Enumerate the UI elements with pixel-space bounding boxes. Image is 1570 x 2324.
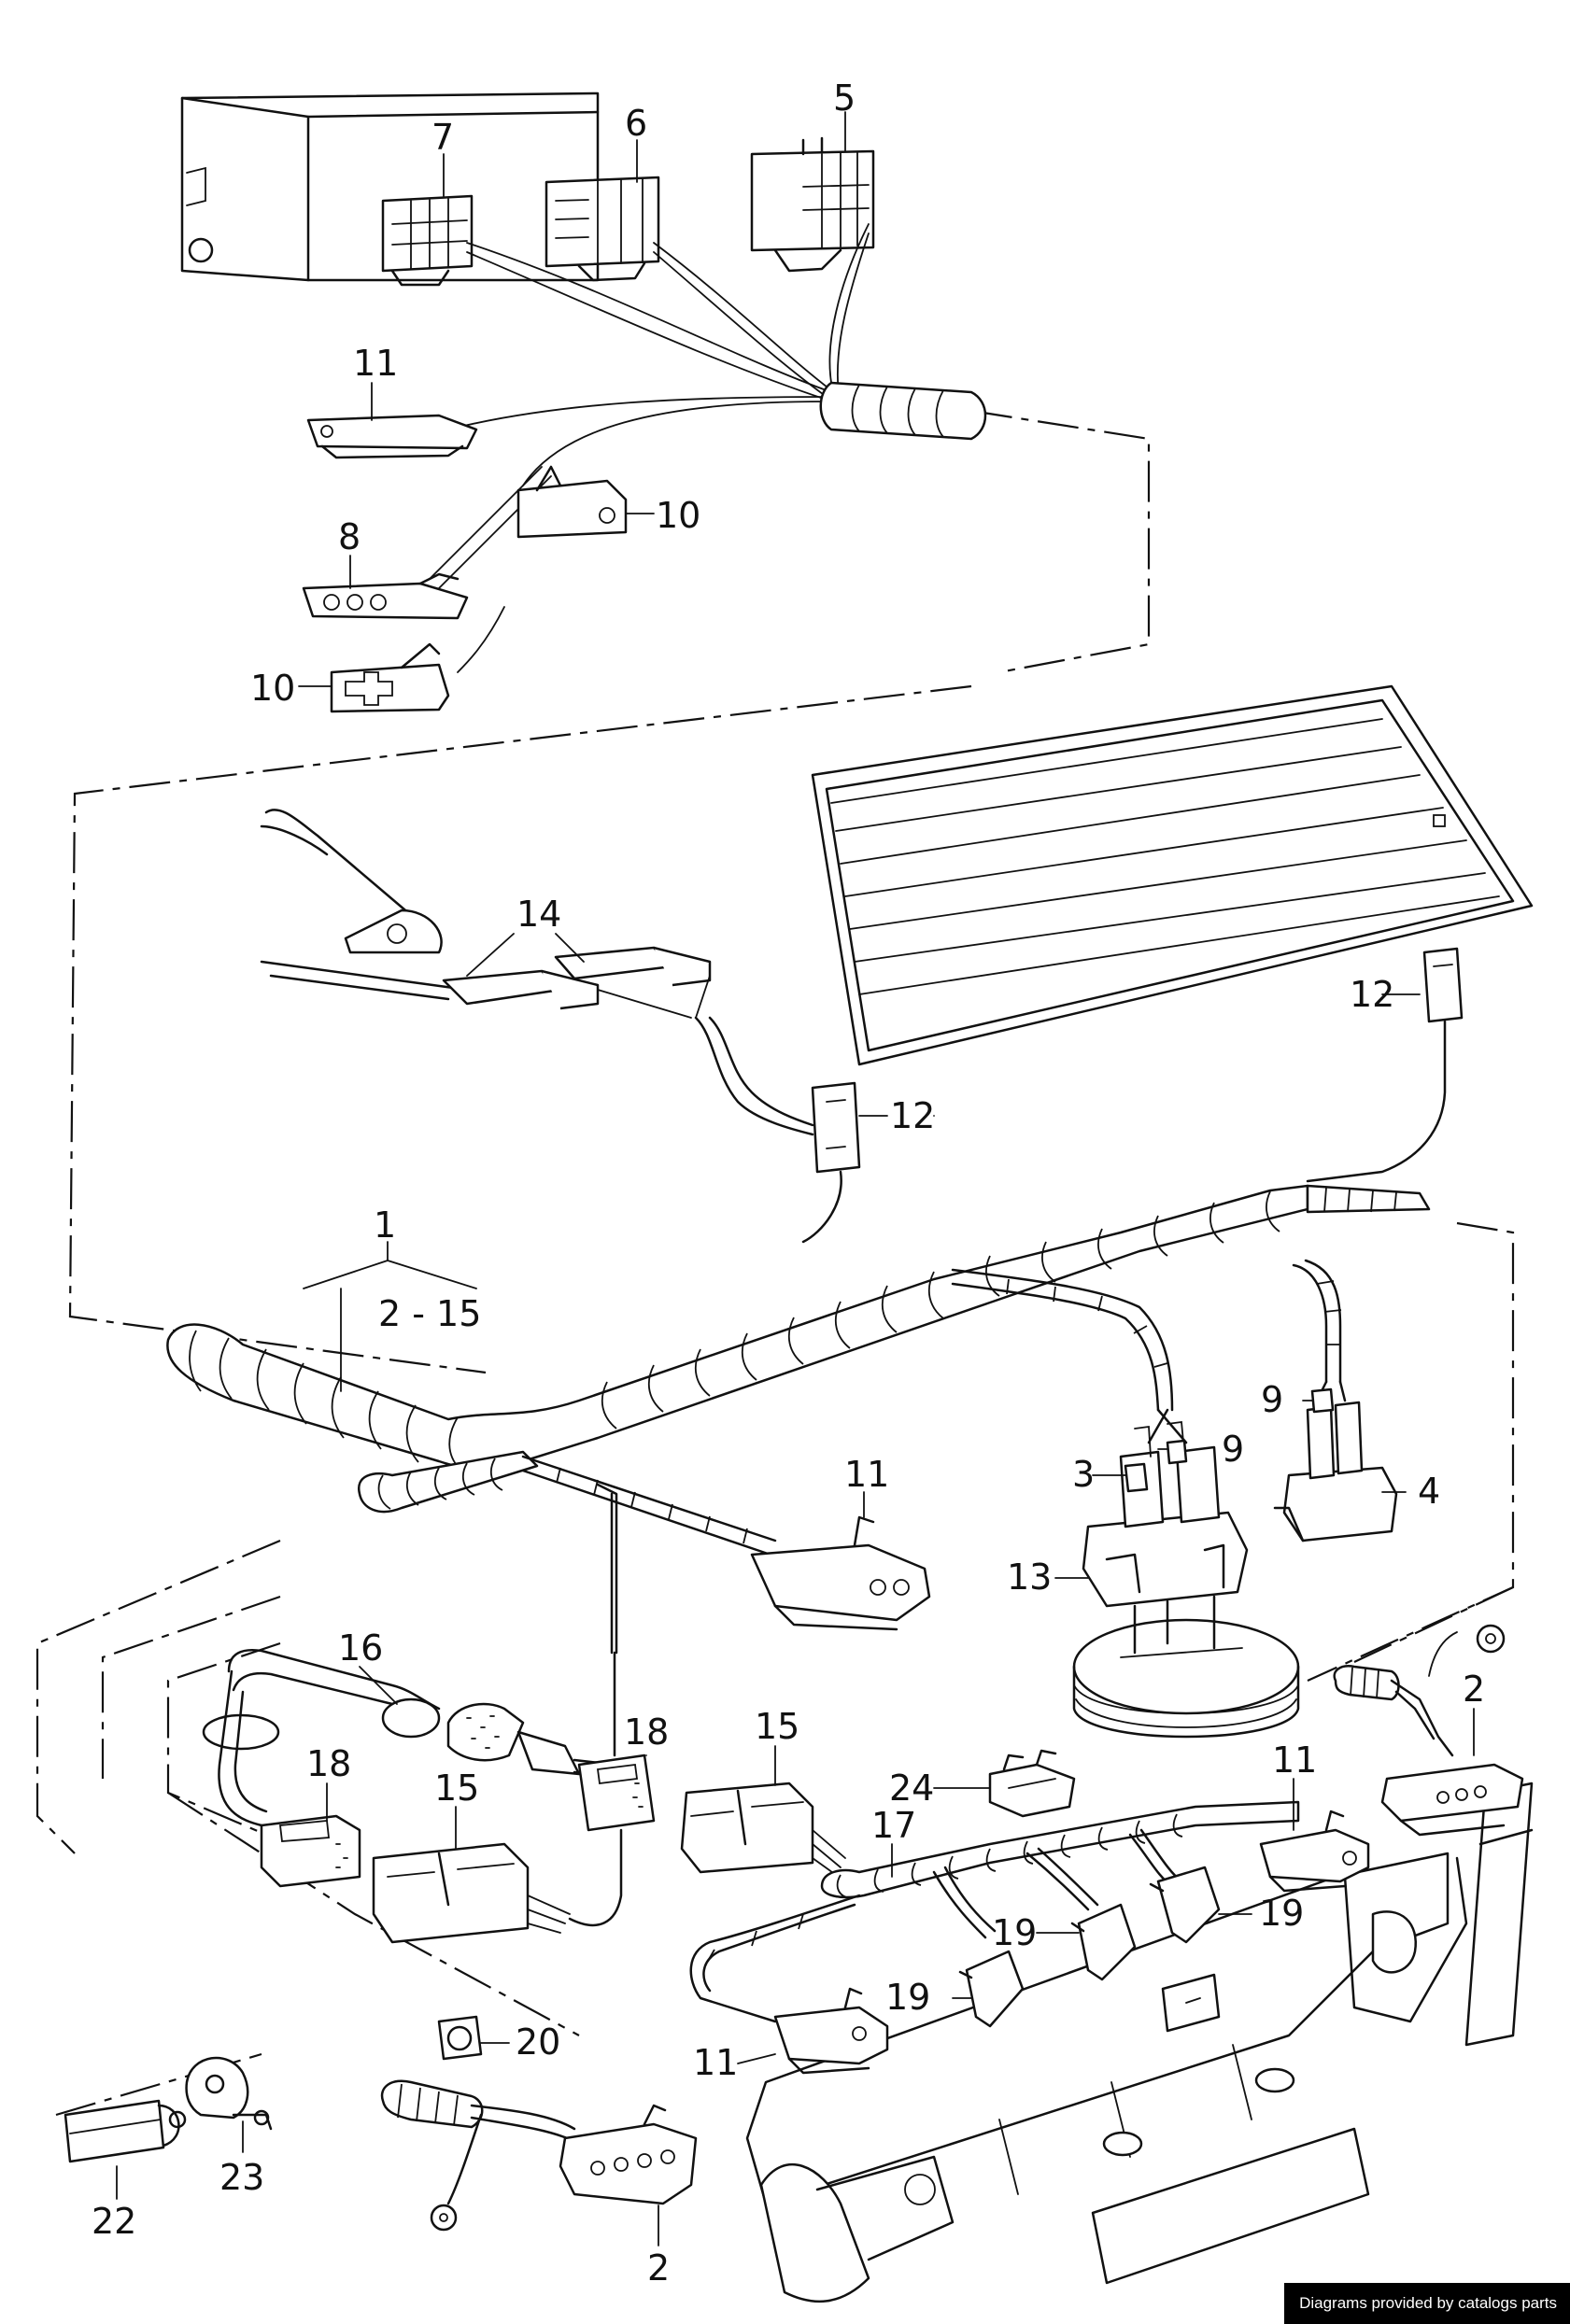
callout-1: 1	[374, 1204, 396, 1246]
harness-16	[202, 1649, 618, 1827]
callout-18-left: 18	[306, 1743, 351, 1784]
connectors-19	[958, 1866, 1221, 2028]
callout-7: 7	[431, 117, 454, 158]
connector-11-mid	[750, 1515, 931, 1631]
terminals-3-9	[1124, 1387, 1335, 1493]
callout-10-upper: 10	[656, 495, 700, 536]
connector-2-bottom	[380, 2079, 698, 2232]
callout-15-right: 15	[755, 1706, 799, 1747]
callout-2-right: 2	[1463, 1669, 1485, 1710]
connector-6	[545, 176, 660, 282]
connector-8	[302, 572, 469, 620]
grommet-20	[437, 2015, 483, 2061]
harness-17	[689, 1800, 1300, 2023]
credit-badge: Diagrams provided by catalogs parts	[1284, 2283, 1570, 2324]
callout-12-center: 12	[890, 1095, 935, 1136]
connector-18-left	[260, 1814, 361, 1888]
connector-18-right	[577, 1754, 656, 1832]
callout-20: 20	[516, 2021, 560, 2063]
wire-to-part-4	[1292, 1259, 1347, 1402]
rear-window-glass	[811, 684, 1534, 1066]
leader-lines	[116, 111, 1475, 2247]
top-wire-sleeve	[819, 381, 987, 441]
connector-11-right	[1259, 1810, 1370, 1893]
callout-23: 23	[219, 2157, 264, 2198]
callout-22: 22	[92, 2201, 136, 2242]
callout-11-mid: 11	[844, 1454, 889, 1495]
top-wires	[429, 223, 870, 673]
callout-24: 24	[889, 1768, 934, 1809]
connector-12-right	[1306, 947, 1464, 1183]
callout-11-top: 11	[353, 343, 398, 384]
callout-12-right: 12	[1350, 974, 1394, 1015]
callout-14: 14	[516, 894, 561, 935]
fuel-gauge-sender-4	[1273, 1401, 1398, 1542]
switches-14	[442, 946, 712, 1019]
cable-tie-22	[64, 2099, 187, 2163]
callout-11-right: 11	[1272, 1739, 1317, 1781]
main-harness	[166, 1184, 1431, 1470]
callout-3: 3	[1072, 1454, 1095, 1495]
connector-15-right	[680, 1782, 846, 1876]
callout-10-lower: 10	[250, 668, 295, 709]
callout-13: 13	[1007, 1556, 1052, 1598]
callout-19-right: 19	[1259, 1893, 1304, 1934]
callout-8: 8	[338, 516, 361, 557]
handbrake-lever	[260, 809, 469, 1001]
callout-19-mid: 19	[992, 1912, 1037, 1953]
connector-11-bottom	[773, 1987, 889, 2075]
callout-19-left: 19	[885, 1977, 930, 2018]
callout-2-15: 2 - 15	[378, 1293, 481, 1334]
callout-15-left: 15	[434, 1768, 479, 1809]
connector-7	[381, 194, 474, 287]
clip-24	[988, 1749, 1076, 1818]
long-wire-18	[596, 1483, 618, 1757]
callout-9-upper: 9	[1261, 1379, 1283, 1420]
callout-4: 4	[1418, 1471, 1440, 1512]
connector-15-left	[372, 1828, 623, 1944]
switch-wire-wrap	[694, 1016, 814, 1136]
assembly-boundaries	[35, 409, 1515, 2117]
callout-5: 5	[833, 77, 856, 119]
connector-10-lower	[330, 642, 450, 713]
connector-5	[750, 136, 875, 273]
wire-to-pump	[951, 1268, 1188, 1444]
fuel-pump-13	[1072, 1420, 1300, 1739]
callout-18-right: 18	[624, 1711, 669, 1753]
clip-23	[185, 2056, 273, 2131]
callout-11-bottom: 11	[693, 2042, 738, 2083]
callout-6: 6	[625, 103, 647, 144]
connector-10-upper	[516, 465, 628, 539]
harness-branch-11	[521, 1455, 777, 1556]
callout-2-bottom: 2	[647, 2247, 670, 2289]
callout-9-lower: 9	[1222, 1429, 1244, 1470]
connector-2-right	[1333, 1624, 1524, 1837]
tail-light-panel	[745, 1782, 1534, 2303]
control-unit-box	[180, 92, 600, 282]
callout-17: 17	[871, 1805, 916, 1846]
callout-16: 16	[338, 1627, 383, 1669]
connector-12-center	[801, 1081, 861, 1244]
connector-11-top	[306, 414, 478, 459]
callout-labels: 5 6 7 11 10 8 10 14 12 12 1 2 - 15 9 9 3…	[92, 77, 1485, 2289]
